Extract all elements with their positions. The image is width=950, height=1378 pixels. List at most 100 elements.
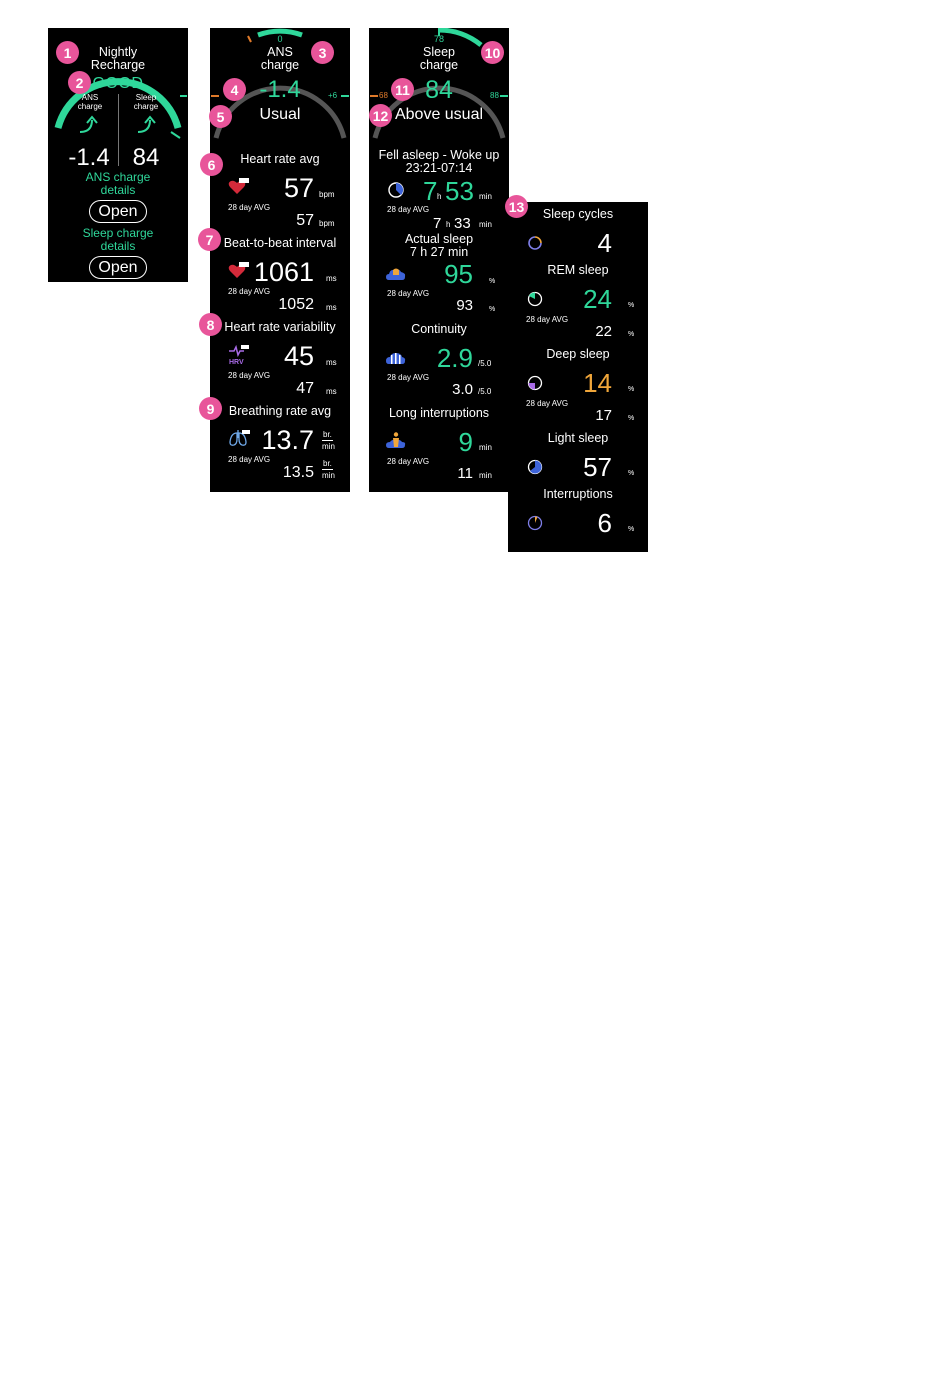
sleep-charge-details-line1: Sleep charge <box>82 226 154 240</box>
title-line2: Recharge <box>90 58 146 72</box>
metric-avg-value: 13.5 <box>282 464 314 481</box>
ans-charge-details-line1: ANS charge <box>85 170 151 184</box>
avg-label: 28 day AVG <box>526 399 569 408</box>
sleep-charge-screen: 78 68 88 Sleep charge 84 Above usual Fel… <box>369 28 509 492</box>
avg-label: 28 day AVG <box>387 289 430 298</box>
deep-sleep-unit: % <box>628 386 635 393</box>
trend-up-arrow-icon <box>137 115 156 133</box>
ans-charge-value: -1.4 <box>68 144 110 171</box>
avg-label: 28 day AVG <box>228 371 271 380</box>
long-interruptions-avg-unit: min <box>479 471 492 480</box>
title-line1: Nightly <box>98 45 138 59</box>
avg-label: 28 day AVG <box>387 373 430 382</box>
avg-label: 28 day AVG <box>387 457 430 466</box>
minutes-unit: min <box>479 192 492 201</box>
deep-sleep-title: Deep sleep <box>546 347 610 361</box>
ans-charge-label-line1: ANS <box>81 93 99 102</box>
callout-badge-4: 4 <box>223 78 246 101</box>
trend-up-arrow-icon <box>79 115 98 133</box>
recharge-status: GOOD <box>92 75 144 92</box>
metric-unit: bpm <box>319 190 335 199</box>
metric-avg-value: 47 <box>296 380 314 397</box>
heart-avg-icon <box>228 178 249 194</box>
interruptions-value: 6 <box>597 508 612 538</box>
gauge-left-label: 68 <box>379 91 388 100</box>
sleep-minutes-value: 53 <box>445 176 474 206</box>
avg-label: 28 day AVG <box>228 455 271 464</box>
callout-badge-3: 3 <box>311 41 334 64</box>
callout-badge-9: 9 <box>199 397 222 420</box>
sleep-stages-screen: Sleep cycles 4 REM sleep 28 day AVG 24 %… <box>508 202 648 552</box>
gauge-right-label: +6 <box>328 91 338 100</box>
continuity-avg: 3.0 <box>452 381 473 398</box>
nightly-recharge-screen: Nightly Recharge GOOD ANS charge Sleep c… <box>48 28 188 282</box>
gauge-top-label: 0 <box>277 34 283 44</box>
gauge-right-label: 88 <box>490 91 499 100</box>
cycle-icon <box>528 236 542 250</box>
callout-badge-12: 12 <box>369 104 392 127</box>
metric-unit: ms <box>326 274 337 283</box>
ans-charge-label-line2: charge <box>77 102 103 111</box>
continuity-icon <box>386 353 406 364</box>
deep-sleep-avg-unit: % <box>628 415 635 422</box>
long-interruptions-avg: 11 <box>457 465 473 482</box>
ans-charge-details-line2: details <box>100 183 136 197</box>
ans-charge-screen: 0 +6 ANS charge -1.4 Usual Heart rate av… <box>210 28 350 492</box>
sleep-charge-value: 84 <box>425 76 453 104</box>
actual-sleep-title: Actual sleep <box>404 232 474 246</box>
metric-avg-value: 1052 <box>278 296 314 313</box>
actual-sleep-avg: 93 <box>456 297 473 314</box>
open-ans-details-button[interactable]: Open <box>89 200 147 223</box>
continuity-value: 2.9 <box>436 343 473 373</box>
metric-title: Heart rate variability <box>224 320 336 334</box>
metric-unit-top: br. <box>322 430 333 441</box>
sleep-time-title: Fell asleep - Woke up <box>378 148 500 162</box>
svg-text:HRV: HRV <box>229 359 244 365</box>
sleep-charge-value: 84 <box>132 144 160 171</box>
long-interruptions-title: Long interruptions <box>388 406 490 420</box>
deep-sleep-avg: 17 <box>595 407 612 424</box>
light-sleep-title: Light sleep <box>547 431 609 445</box>
sleep-status: Above usual <box>394 106 484 123</box>
light-pie-icon <box>527 459 543 475</box>
actual-sleep-duration: 7 h 27 min <box>409 245 469 259</box>
interruptions-pie-icon <box>527 515 543 531</box>
light-sleep-unit: % <box>628 470 635 477</box>
continuity-title: Continuity <box>411 322 467 336</box>
callout-badge-2: 2 <box>68 71 91 94</box>
deep-pie-icon <box>527 375 543 391</box>
title-line1: ANS <box>267 45 293 59</box>
continuity-unit: /5.0 <box>478 359 492 368</box>
avg-label: 28 day AVG <box>228 203 271 212</box>
metric-title: Beat-to-beat interval <box>223 236 337 250</box>
avg-minutes-unit: min <box>479 220 492 229</box>
ans-charge-value: -1.4 <box>259 76 301 103</box>
avg-hours-value: 7 <box>433 215 442 232</box>
cloud-sleep-icon <box>386 268 406 280</box>
actual-sleep-avg-unit: % <box>489 306 496 313</box>
ans-status: Usual <box>259 106 301 123</box>
interruption-person-icon <box>386 432 406 448</box>
actual-sleep-unit: % <box>489 278 496 285</box>
callout-badge-11: 11 <box>391 78 414 101</box>
callout-badge-6: 6 <box>200 153 223 176</box>
clock-moon-icon <box>388 182 404 198</box>
avg-label: 28 day AVG <box>228 287 271 296</box>
avg-label: 28 day AVG <box>387 205 430 214</box>
avg-hours-unit: h <box>446 220 451 229</box>
title-line2: charge <box>419 58 459 72</box>
continuity-avg-unit: /5.0 <box>478 387 492 396</box>
metric-title: Heart rate avg <box>240 152 320 166</box>
metric-value: 13.7 <box>261 425 314 455</box>
rem-sleep-value: 24 <box>583 284 612 314</box>
heart-avg-icon <box>228 262 249 278</box>
gauge-top-label: 78 <box>433 34 445 44</box>
sleep-cycles-title: Sleep cycles <box>542 207 614 221</box>
metric-avg-unit-top: br. <box>322 459 333 470</box>
rem-pie-icon <box>527 291 543 307</box>
callout-badge-1: 1 <box>56 41 79 64</box>
hours-unit: h <box>437 192 442 201</box>
title-line1: Sleep <box>423 45 455 59</box>
rem-sleep-title: REM sleep <box>547 263 609 277</box>
open-sleep-details-button[interactable]: Open <box>89 256 147 279</box>
